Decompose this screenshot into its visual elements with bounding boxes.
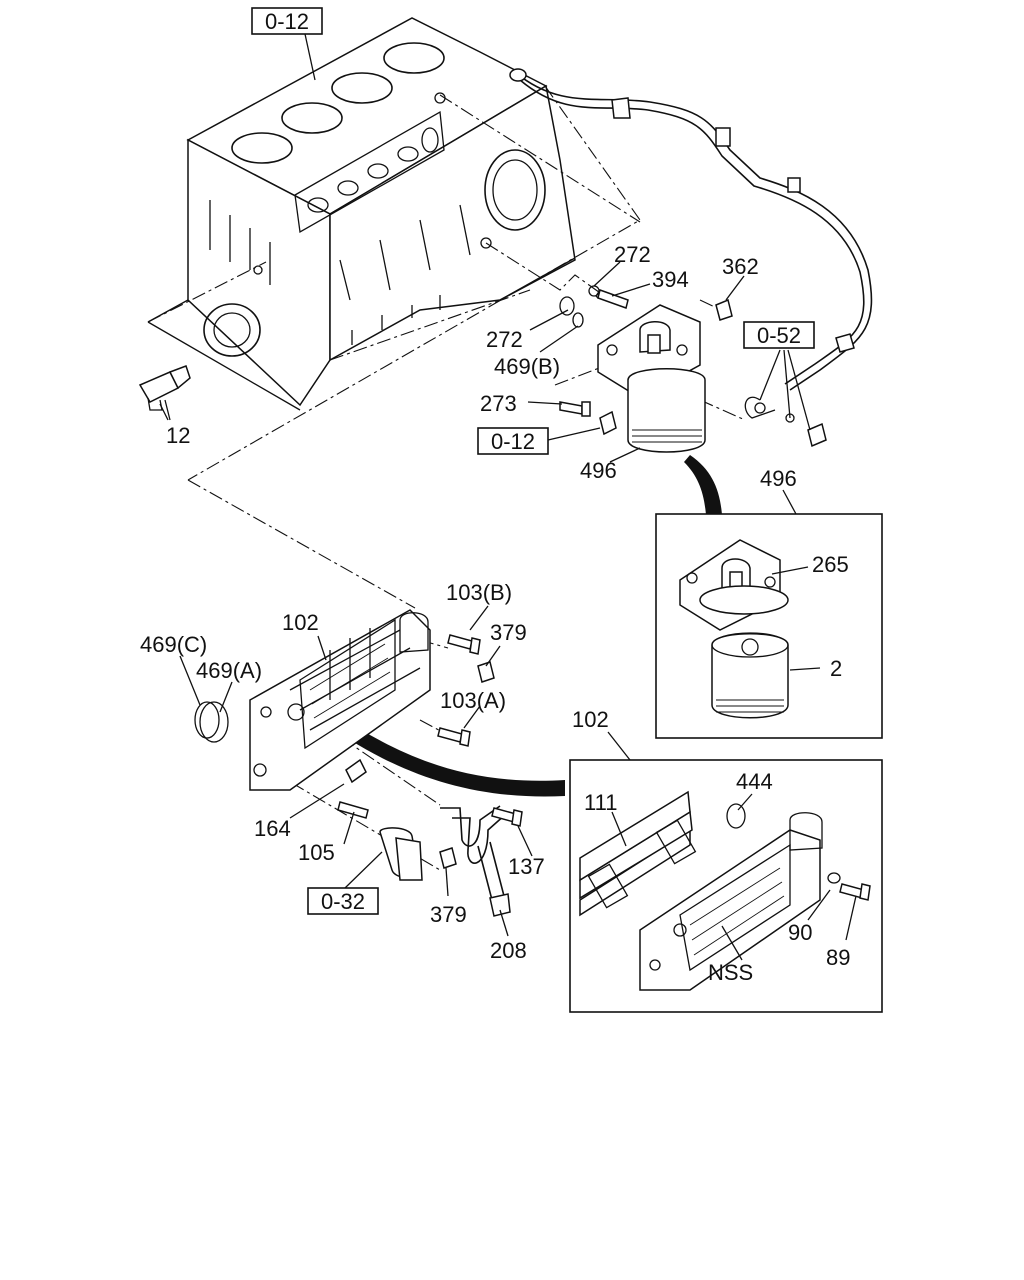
label-444: 444 [736,769,773,794]
label-469b: 469(B) [494,354,560,379]
label-379-top: 379 [490,620,527,645]
oil-cooler-assembly [194,609,431,791]
label-272-top: 272 [614,242,651,267]
plug-12 [138,365,191,421]
cooler-detail-box [569,759,883,1013]
detail-arrow-cooler [350,728,565,797]
ref-box-0-12-mid[interactable]: 0-12 [477,427,549,455]
label-164: 164 [254,816,291,841]
ref-box-0-52[interactable]: 0-52 [743,321,815,349]
label-137: 137 [508,854,545,879]
ref-box-0-32[interactable]: 0-32 [307,887,379,915]
reference-lines [147,85,746,871]
part-labels: 272 394 362 272 469(B) 273 12 496 496 26… [140,242,850,985]
label-273: 273 [480,391,517,416]
ref-box-0-12-mid-text: 0-12 [491,429,535,454]
oil-filter-assembly [597,304,706,453]
ref-box-0-12-top-text: 0-12 [265,9,309,34]
label-469a: 469(A) [196,658,262,683]
cooler-fasteners [337,634,523,917]
ref-box-0-32-text: 0-32 [321,889,365,914]
label-469c: 469(C) [140,632,207,657]
label-12: 12 [166,423,190,448]
label-111: 111 [584,790,617,815]
detail-arrow-filter [684,455,722,515]
label-272-left: 272 [486,327,523,352]
label-379-bottom: 379 [430,902,467,927]
label-496-filter: 496 [580,458,617,483]
oil-pipe [509,68,873,448]
cylinder-block [147,17,576,411]
label-102-main: 102 [282,610,319,635]
label-105: 105 [298,840,335,865]
leader-lines [159,33,857,961]
label-496-detail: 496 [760,466,797,491]
filter-detail-box [655,513,883,739]
label-nss: NSS [708,960,753,985]
label-265: 265 [812,552,849,577]
label-90: 90 [788,920,812,945]
label-89: 89 [826,945,850,970]
label-103a: 103(A) [440,688,506,713]
small-fasteners-top [559,285,733,417]
label-102-detail: 102 [572,707,609,732]
label-208: 208 [490,938,527,963]
label-362: 362 [722,254,759,279]
label-394: 394 [652,267,689,292]
label-2: 2 [830,656,842,681]
ref-box-0-52-text: 0-52 [757,323,801,348]
ref-box-0-12-top[interactable]: 0-12 [251,7,323,35]
label-103b: 103(B) [446,580,512,605]
